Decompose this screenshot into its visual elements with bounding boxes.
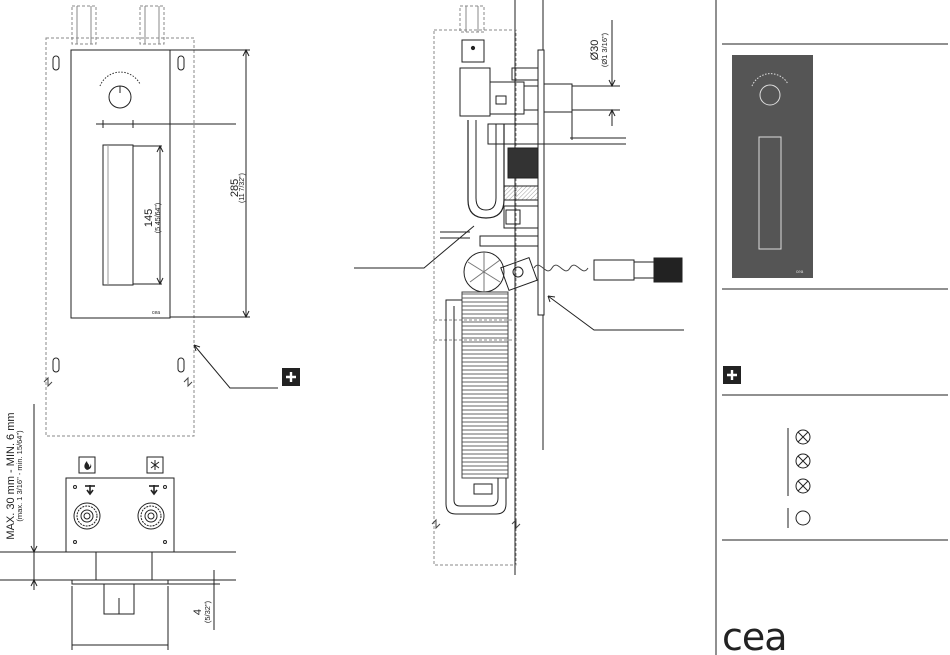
dim-diameter: Ø30 (Ø1 3/16"): [589, 32, 609, 67]
brand-logo: cea: [722, 615, 787, 655]
legend-icons: [788, 428, 810, 528]
open-circle-icon: [796, 511, 810, 525]
svg-text:(5/32"): (5/32"): [203, 600, 212, 623]
crossed-circle-icon: [796, 479, 810, 493]
dim-4: 4 (5/32"): [192, 600, 212, 623]
panel-logo: cea: [796, 269, 804, 274]
side-view: [354, 0, 684, 575]
crossed-circle-icon: [796, 430, 810, 444]
dim-285: 285 (11 7/32"): [229, 173, 246, 203]
dim-wall-range: MAX. 30 mm - MIN. 6 mm (max. 1 3/16" - m…: [5, 412, 24, 539]
plate-logo: cea: [152, 310, 160, 316]
product-panel: cea: [732, 55, 813, 278]
svg-text:(Ø1 3/16"): (Ø1 3/16"): [600, 32, 609, 67]
svg-text:(11 7/32"): (11 7/32"): [239, 173, 246, 203]
svg-text:(max. 1 3/16" - min. 15/64"): (max. 1 3/16" - min. 15/64"): [15, 430, 24, 522]
svg-text:145: 145: [143, 209, 155, 227]
crossed-circle-icon: [796, 454, 810, 468]
svg-text:(5 45/64"): (5 45/64"): [155, 203, 162, 234]
